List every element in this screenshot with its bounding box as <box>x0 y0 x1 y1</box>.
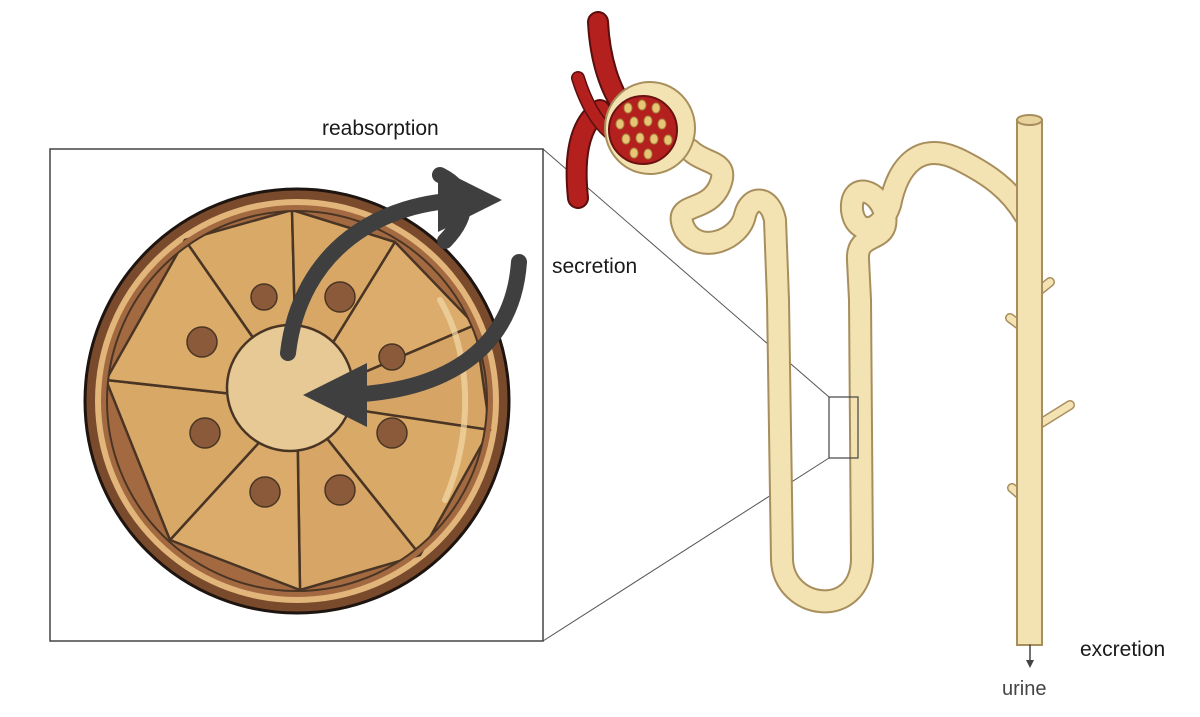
process-arrows <box>280 167 527 427</box>
nuclei <box>186 281 408 508</box>
collecting-duct <box>1005 114 1075 668</box>
reabsorption-label: reabsorption <box>322 117 439 140</box>
reabsorption-arrow-tail <box>432 167 472 249</box>
glomerulus <box>604 81 696 175</box>
secretion-label: secretion <box>552 255 638 278</box>
excretion-label: excretion <box>1080 638 1166 661</box>
reabsorption-arrow <box>280 168 502 361</box>
secretion-arrow <box>303 254 527 427</box>
zoom-indicator-box <box>828 396 859 459</box>
urine-label: urine <box>1002 678 1047 700</box>
cross-section-panel <box>49 148 544 642</box>
nephron-tubule <box>669 138 1037 614</box>
